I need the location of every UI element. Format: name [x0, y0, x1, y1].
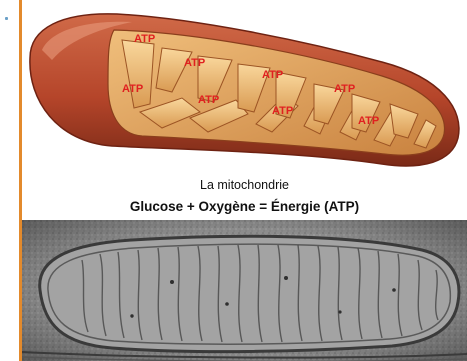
atp-label: ATP — [184, 57, 205, 69]
atp-label: ATP — [198, 94, 219, 106]
slide-marker — [5, 17, 8, 20]
mitochondrion-illustration: ATP ATP ATP ATP ATP ATP ATP ATP — [22, 0, 467, 175]
atp-label: ATP — [262, 69, 283, 81]
energy-equation: Glucose + Oxygène = Énergie (ATP) — [22, 199, 467, 214]
atp-label: ATP — [334, 83, 355, 95]
atp-label: ATP — [134, 33, 155, 45]
electron-micrograph — [22, 220, 467, 361]
atp-label: ATP — [122, 83, 143, 95]
atp-label: ATP — [358, 115, 379, 127]
slide-content: ATP ATP ATP ATP ATP ATP ATP ATP La mitoc… — [22, 0, 467, 361]
figure-caption: La mitochondrie — [22, 178, 467, 192]
atp-label: ATP — [272, 105, 293, 117]
